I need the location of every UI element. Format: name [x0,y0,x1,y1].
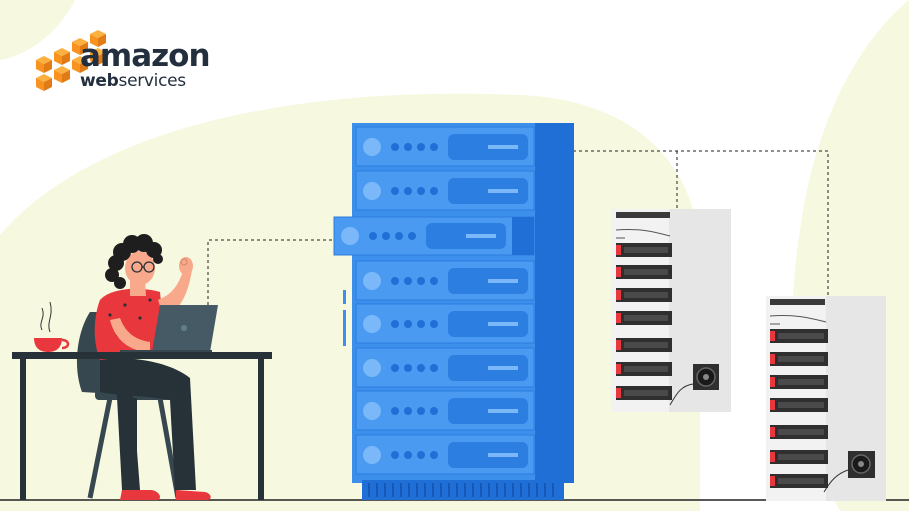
coffee-cup-icon [34,301,70,352]
logo-wordmark: amazon [80,38,211,74]
drive-bay [770,474,828,488]
aws-logo: amazon webservices [80,38,211,90]
server-unit [355,347,535,388]
drive-bay [770,398,828,412]
grey-server-cabinet [766,296,886,501]
server-unit [355,126,535,167]
drive-bay [616,265,672,279]
server-unit [355,170,535,211]
drive-bay [616,243,672,257]
desk [12,352,272,500]
aws-cube-logo [36,30,106,91]
logo-sub-bold: web [80,71,119,91]
server-unit [355,303,535,344]
drive-bay [770,375,828,389]
fan-icon [848,451,875,478]
server-unit [355,260,535,301]
server-unit [355,434,535,475]
network-connectors [207,150,829,305]
drive-bay [770,450,828,464]
drive-bay [616,311,672,325]
drive-bay [770,352,828,366]
grey-server-cabinet [611,209,731,412]
person-at-laptop [94,234,211,500]
fan-icon [693,364,719,390]
drive-bay [616,338,672,352]
server-unit [355,390,535,431]
drive-bay [616,386,672,400]
drive-bay [616,288,672,302]
logo-sub-light: services [118,71,187,91]
logo-subtitle: webservices [80,72,210,90]
drive-bay [770,425,828,439]
drive-bay [616,362,672,376]
drive-bay [770,329,828,343]
server-unit-extended [333,216,535,256]
